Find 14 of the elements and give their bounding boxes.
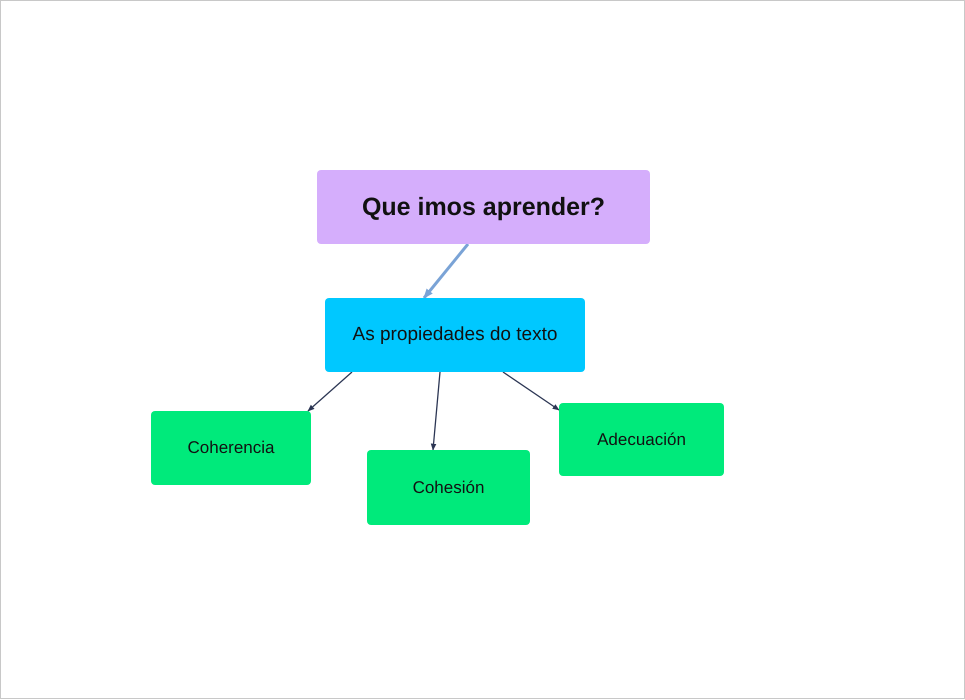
arrow: [422, 243, 470, 299]
subtopic-box: [367, 450, 530, 525]
arrow: [502, 371, 560, 411]
title-box: [317, 170, 650, 244]
box-label: Adecuación: [597, 430, 686, 450]
box-label: Que imos aprender?: [362, 192, 606, 222]
topic-box: [325, 298, 585, 372]
subtopic-box: [151, 411, 311, 485]
arrow: [430, 372, 441, 451]
subtopic-box: [559, 403, 724, 476]
box-label: Cohesión: [412, 478, 484, 498]
box-label: As propiedades do texto: [352, 324, 558, 346]
box-label: Coherencia: [188, 438, 274, 458]
arrow: [307, 372, 352, 412]
